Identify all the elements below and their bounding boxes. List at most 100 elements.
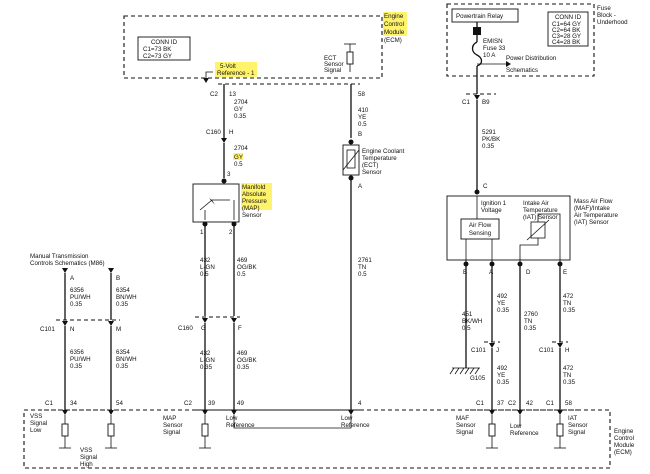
pin-label: A <box>70 275 75 282</box>
maf-sensor-signal-label: Sensor <box>456 422 476 429</box>
pin-label: F <box>238 325 242 332</box>
wire-label: 0.35 <box>497 307 510 314</box>
pin-label: C1 <box>45 400 53 407</box>
pin-label: B <box>358 131 362 138</box>
wire-label: 451 <box>462 311 473 318</box>
maf-sensor-label: (IAT) Sensor <box>574 219 609 226</box>
iat-sensor-inner-label: Intake Air <box>523 200 549 207</box>
pin-label: B <box>116 275 120 282</box>
wire-label: BN/WH <box>116 356 137 363</box>
ecm-bottom-module-name: Control <box>614 435 634 442</box>
low-reference-label: Reference <box>510 430 539 437</box>
ect-circuit: 58 410 YE 0.5 B Engine Coolant Temperatu… <box>342 84 405 410</box>
vss-signal-high-label: Signal <box>80 454 97 461</box>
pin-label: C101 <box>539 347 554 354</box>
ecm-bottom-module-name: Engine <box>614 428 634 435</box>
vss-signal-low-label: VSS <box>30 413 42 420</box>
wire-label: PK/BK <box>482 136 501 143</box>
wire-label: L-GN <box>200 264 215 271</box>
map-sensor-label: Absolute <box>242 191 267 198</box>
wire-label: 492 <box>497 293 508 300</box>
wire-label: 0.35 <box>497 379 510 386</box>
wire-label: 0.35 <box>482 143 495 150</box>
ecm-top-module-name: (ECM) <box>384 37 402 44</box>
wire-label: 0.35 <box>234 113 247 120</box>
fuse-block-conn-id-line: C3=28 GY <box>552 33 581 40</box>
pin-label: C101 <box>40 326 55 333</box>
pin-label: H <box>565 347 569 354</box>
maf-sensor-signal-label: Signal <box>456 429 473 436</box>
vss-signal-low-label: Signal <box>30 420 47 427</box>
power-distribution-label: Power Distribution <box>506 55 557 62</box>
wire-label: GY <box>234 154 243 161</box>
wire-label: 0.35 <box>563 379 576 386</box>
wire-label: OG/BK <box>237 357 257 364</box>
wire-label: GY <box>234 106 243 113</box>
fuse-block-conn-id-title: CONN ID <box>555 14 582 21</box>
pin-label: D <box>526 269 531 276</box>
wire-label: 0.35 <box>116 301 129 308</box>
pin-label: C1 <box>546 400 554 407</box>
pin-label: M <box>116 326 121 333</box>
pin-label: 58 <box>565 400 572 407</box>
pin-label: J <box>496 347 499 354</box>
ground-label: G105 <box>470 375 486 382</box>
ecm-top-section: CONN ID C1=73 BK C2=73 GY Engine Control… <box>123 12 407 83</box>
pin-label: 49 <box>237 400 244 407</box>
iat-sensor-inner-label: Temperature <box>523 207 558 214</box>
wire-label: 0.5 <box>358 271 367 278</box>
wire-label: 2704 <box>234 145 248 152</box>
low-reference-label: Reference <box>341 422 370 429</box>
wire-label: 0.35 <box>70 301 83 308</box>
ect-sensor-label: Engine Coolant <box>362 148 405 155</box>
wire-label: OG/BK <box>237 264 257 271</box>
wire-label: BN/WH <box>116 294 137 301</box>
five-volt-reference-label: Reference - 1 <box>217 70 255 77</box>
pin-label: C <box>483 183 488 190</box>
fuse-33-label: EMISN <box>483 38 503 45</box>
map-sensor-signal-label: Signal <box>163 429 180 436</box>
pin-label: 42 <box>526 400 533 407</box>
pin-label: 37 <box>497 400 504 407</box>
wire-label: 2761 <box>358 257 372 264</box>
pin-label: 3 <box>227 171 231 178</box>
ignition-voltage-label: Ignition 1 <box>481 200 507 207</box>
wire-label: 469 <box>237 350 248 357</box>
map-sensor-signal-label: MAP <box>163 415 176 422</box>
iat-sensor-inner-label: (IAT) Sensor <box>523 214 558 221</box>
ecm-bottom-section: C1 34 54 VSS Signal Low VSS Signal High … <box>23 400 635 469</box>
pin-label: 2 <box>229 229 233 236</box>
air-flow-sensing-label: Sensing <box>469 230 492 237</box>
wire-label: 0.5 <box>462 325 471 332</box>
fuse-block-title: Block - <box>597 12 616 19</box>
fuse-33-label: 10 A <box>483 52 496 59</box>
pin-label: C1 <box>462 99 470 106</box>
wire-label: 0.35 <box>70 363 83 370</box>
map-sensor-signal-label: Sensor <box>163 422 183 429</box>
wire-label: 0.5 <box>234 161 243 168</box>
maf-sensor-label: Air Temperature <box>574 212 618 219</box>
vss-signal-high-label: VSS <box>80 447 92 454</box>
fuse-block-section: Powertrain Relay CONN ID C1=64 GY C2=64 … <box>446 3 628 94</box>
manual-trans-circuit: Manual Transmission Controls Schematics … <box>30 253 137 410</box>
ecm-top-conn-id-box <box>137 36 191 61</box>
pin-label: C101 <box>471 347 486 354</box>
pin-label: C160 <box>178 325 193 332</box>
ignition-voltage-label: Voltage <box>481 207 502 214</box>
wire-label: 2704 <box>234 99 248 106</box>
pin-label: C2 <box>184 400 192 407</box>
wire-label: 0.5 <box>200 271 209 278</box>
pin-label: 39 <box>208 400 215 407</box>
ecm-top-conn-id-title: CONN ID <box>151 39 178 46</box>
maf-sensor-signal-label: MAF <box>456 415 469 422</box>
pin-label: 4 <box>358 400 362 407</box>
fuse-block-conn-id-box <box>547 11 589 47</box>
pin-label: 13 <box>229 91 236 98</box>
wire-label: 2760 <box>524 311 538 318</box>
air-flow-sensing-label: Air Flow <box>469 222 492 229</box>
wire-label: PU/WH <box>70 356 91 363</box>
ecm-bottom-dashed-border <box>23 409 611 469</box>
ecm-bottom-module-name: (ECM) <box>614 449 632 456</box>
wire-label: 6356 <box>70 287 84 294</box>
